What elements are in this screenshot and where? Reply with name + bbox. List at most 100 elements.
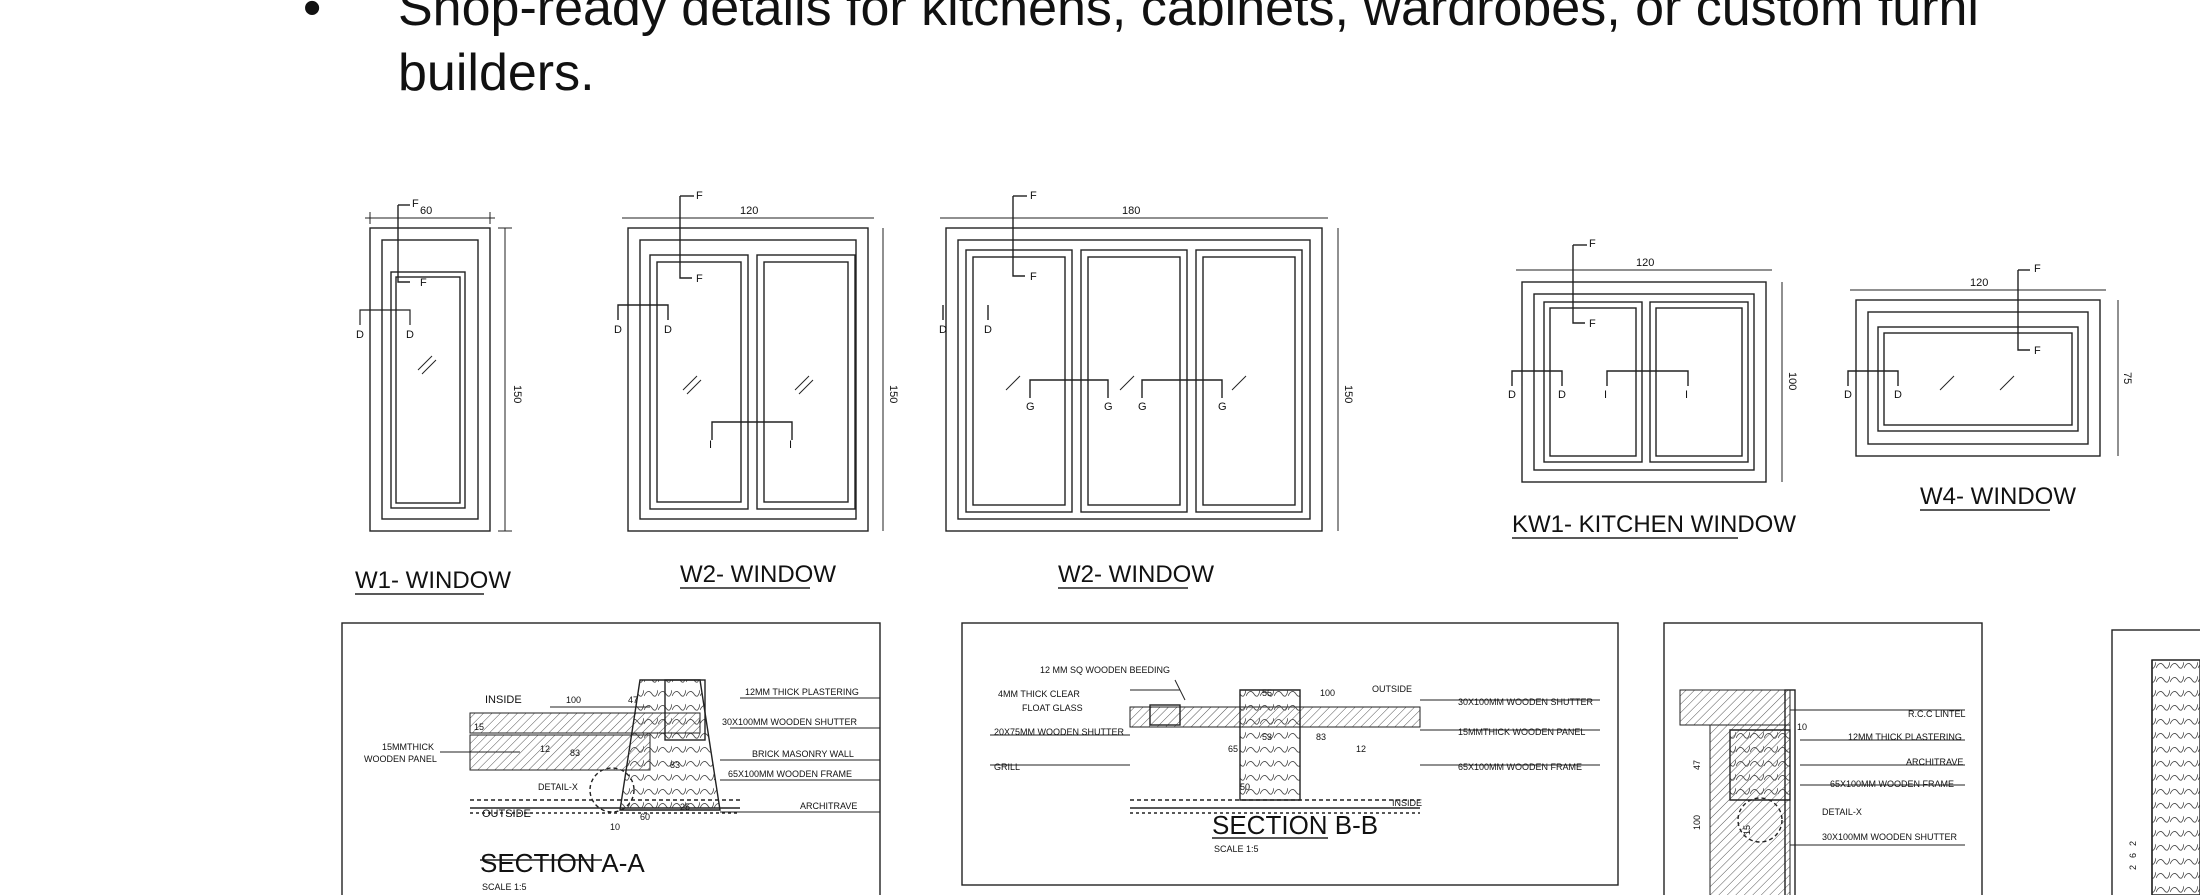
kw1-mark-f2: F (1589, 318, 1596, 330)
w1-window-elevation (359, 204, 512, 532)
w2-180-mark-f1: F (1030, 190, 1037, 202)
w1-mark-d2: D (406, 329, 414, 341)
section-a-note-plaster: 12MM THICK PLASTERING (745, 687, 859, 697)
section-d-frame (2111, 629, 2200, 895)
section-a-a-frame (341, 622, 881, 895)
section-c-note-frame: 65X100MM WOODEN FRAME (1830, 779, 1954, 789)
w2-120-mark-f2: F (696, 273, 703, 285)
section-a-dim-83a: 83 (570, 748, 580, 758)
w2-180-mark-f2: F (1030, 271, 1037, 283)
w1-mark-f2: F (420, 277, 427, 289)
w2-180-title: W2- WINDOW (1058, 561, 1214, 588)
section-c-note-shutter: 30X100MM WOODEN SHUTTER (1822, 832, 1958, 842)
w2-180-mark-g1: G (1026, 401, 1035, 413)
w1-width-dim: 60 (420, 205, 432, 217)
section-a-detail: DETAIL-X (538, 782, 578, 792)
w4-mark-f2: F (2034, 345, 2041, 357)
section-a-note-shutter: 30X100MM WOODEN SHUTTER (722, 717, 858, 727)
kw1-mark-d1: D (1508, 389, 1516, 401)
section-b-dim-100: 100 (1320, 688, 1335, 698)
section-a-dim-47: 47 (628, 695, 638, 705)
w2-120-mark-i1: I (709, 439, 712, 451)
w2-window-180-elevation (940, 195, 1339, 532)
w1-mark-d1: D (356, 329, 364, 341)
kw1-width-dim: 120 (1636, 257, 1654, 269)
w1-mark-f1: F (412, 198, 419, 210)
section-a-dim-83b: 83 (670, 760, 680, 770)
section-b-note-glass-1: 4MM THICK CLEAR (998, 689, 1080, 699)
w2-120-mark-d1: D (614, 324, 622, 336)
section-b-note-r-frame: 65X100MM WOODEN FRAME (1458, 762, 1582, 772)
bullet-glyph: • (303, 0, 322, 37)
kw1-mark-i1: I (1604, 389, 1607, 401)
section-b-dim-53: 53 (1262, 732, 1272, 742)
section-a-dim-12: 12 (540, 744, 550, 754)
section-a-left-note-2: WOODEN PANEL (364, 754, 437, 764)
section-b-note-r-panel: 15MMTHICK WOODEN PANEL (1458, 727, 1585, 737)
section-d-dim-1: 2 (2128, 865, 2138, 870)
section-a-dim-25: 25 (680, 802, 690, 812)
w2-120-title: W2- WINDOW (680, 561, 836, 588)
w4-title: W4- WINDOW (1920, 483, 2076, 510)
kw1-kitchen-window-elevation (1511, 244, 1783, 483)
section-a-dim-10: 10 (610, 822, 620, 832)
w2-window-120-elevation (617, 195, 884, 532)
section-c-dim-100: 100 (1692, 815, 1702, 830)
w2-120-mark-d2: D (664, 324, 672, 336)
section-b-b-frame (961, 622, 1619, 886)
w2-180-mark-g4: G (1218, 401, 1227, 413)
section-a-inside: INSIDE (485, 694, 522, 706)
section-a-title: SECTION A-A (480, 848, 645, 878)
section-b-dim-12: 12 (1356, 744, 1366, 754)
section-b-scale: SCALE 1:5 (1214, 844, 1259, 854)
section-b-title: SECTION B-B (1212, 810, 1378, 840)
section-c-note-architrave: ARCHITRAVE (1906, 757, 1963, 767)
section-a-scale: SCALE 1:5 (482, 882, 527, 892)
w2-120-mark-i2: I (789, 439, 792, 451)
section-a-dim-100: 100 (566, 695, 581, 705)
section-b-dim-65: 65 (1228, 744, 1238, 754)
w4-mark-d1: D (1844, 389, 1852, 401)
section-b-inside: INSIDE (1392, 798, 1422, 808)
w4-height-dim: 75 (2121, 372, 2133, 384)
kw1-mark-f1: F (1589, 238, 1596, 250)
w2-180-width-dim: 180 (1122, 205, 1140, 217)
section-b-dim-83: 83 (1316, 732, 1326, 742)
kw1-mark-i2: I (1685, 389, 1688, 401)
section-b-note-shutter: 20X75MM WOODEN SHUTTER (994, 727, 1125, 737)
section-b-dim-50: 50 (1240, 782, 1250, 792)
intro-line-2: builders. (398, 43, 595, 103)
w4-mark-d2: D (1894, 389, 1902, 401)
section-d-dim-3: 2 (2128, 841, 2138, 846)
section-a-dim-15: 15 (474, 722, 484, 732)
section-b-note-grill: GRILL (994, 762, 1020, 772)
section-a-dim-60: 60 (640, 812, 650, 822)
section-b-dim-55: 55 (1262, 688, 1272, 698)
section-a-left-note-1: 15MMTHICK (382, 742, 434, 752)
intro-text-1: Shop-ready details for kitchens, cabinet… (398, 0, 1979, 37)
section-c-note-lintel: R.C.C LINTEL (1908, 709, 1966, 719)
w4-window-elevation (1847, 269, 2119, 457)
section-b-note-glass-2: FLOAT GLASS (1022, 703, 1083, 713)
section-c-frame (1663, 622, 1983, 895)
section-d-dim-2: 6 (2128, 853, 2138, 858)
w2-180-height-dim: 150 (1342, 385, 1354, 403)
w2-180-mark-g3: G (1138, 401, 1147, 413)
section-a-outside: OUTSIDE (482, 808, 531, 820)
section-a-note-architrave: ARCHITRAVE (800, 801, 857, 811)
section-c-dim-15: 15 (1742, 825, 1752, 835)
w4-width-dim: 120 (1970, 277, 1988, 289)
w2-120-mark-f1: F (696, 190, 703, 202)
w1-title: W1- WINDOW (355, 567, 511, 594)
section-c-dim-10: 10 (1797, 722, 1807, 732)
kw1-mark-d2: D (1558, 389, 1566, 401)
w2-120-width-dim: 120 (740, 205, 758, 217)
w2-180-mark-d1: D (939, 324, 947, 336)
section-c-dim-47: 47 (1692, 760, 1702, 770)
section-b-note-r-shutter: 30X100MM WOODEN SHUTTER (1458, 697, 1594, 707)
section-b-outside: OUTSIDE (1372, 684, 1412, 694)
w2-180-mark-d2: D (984, 324, 992, 336)
section-c-note-detail: DETAIL-X (1822, 807, 1862, 817)
kw1-title: KW1- KITCHEN WINDOW (1512, 511, 1796, 538)
